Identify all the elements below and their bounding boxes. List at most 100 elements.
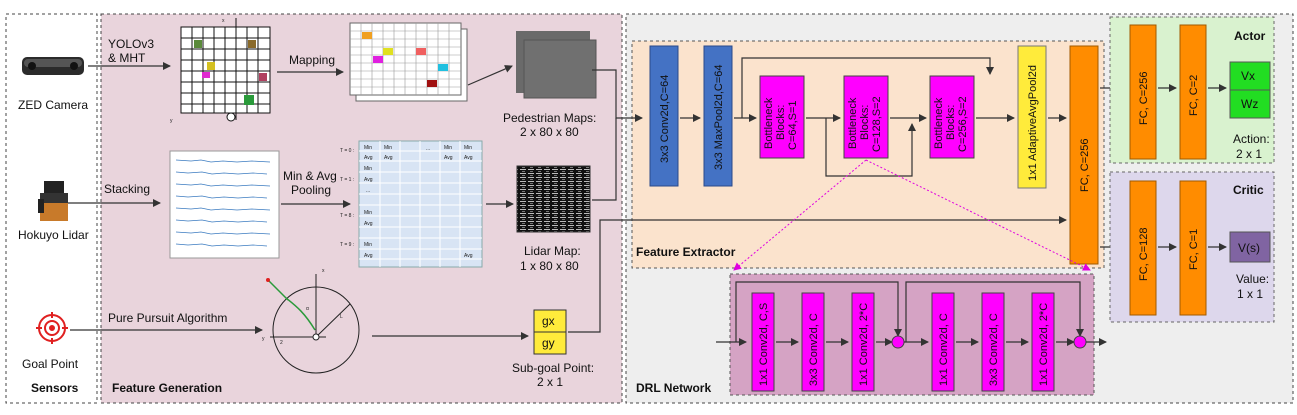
pedestrian-maps-image bbox=[516, 31, 597, 99]
value-label-1: Value: bbox=[1236, 272, 1269, 286]
actor-fc1-block bbox=[1129, 24, 1157, 160]
detail-conv-5 bbox=[981, 292, 1005, 392]
grid-axis-y: y bbox=[170, 118, 173, 124]
pool-avg: Avg bbox=[364, 221, 373, 227]
pooling-label-1: Min & Avg bbox=[283, 169, 337, 183]
bottleneck-2-line-3: C=128,S=2 bbox=[871, 96, 883, 152]
mapping-label: Mapping bbox=[289, 53, 335, 67]
drl-network-title: DRL Network bbox=[636, 381, 711, 395]
pooling-label-2: Pooling bbox=[291, 183, 331, 197]
detail-conv-2-label: 3x3 Conv2d, C bbox=[808, 313, 820, 386]
pp-axis-alpha: α bbox=[306, 306, 309, 312]
critic-fc2-block bbox=[1179, 180, 1207, 316]
pp-axis-y: y bbox=[262, 336, 265, 342]
actor-fc2-label: FC, C=2 bbox=[1188, 75, 1200, 116]
feature-extractor-title: Feature Extractor bbox=[636, 245, 736, 259]
pool-min: Min bbox=[384, 145, 392, 151]
detail-add-2 bbox=[1073, 335, 1087, 349]
actor-fc1-label: FC, C=256 bbox=[1138, 72, 1150, 126]
critic-fc1-block bbox=[1129, 180, 1157, 316]
hokuyo-lidar-label: Hokuyo Lidar bbox=[18, 228, 89, 242]
adaptive-pool-block bbox=[1017, 45, 1047, 189]
pedestrian-maps-label-2: 2 x 80 x 80 bbox=[520, 125, 579, 139]
pool-avg: Avg bbox=[364, 177, 373, 183]
pp-axis-two: 2 bbox=[280, 340, 283, 346]
feature-generation-title: Feature Generation bbox=[112, 381, 222, 395]
pool-min: Min bbox=[364, 210, 372, 216]
pool-min: Min bbox=[464, 145, 472, 151]
bottleneck-3-line-1: Bottleneck bbox=[933, 97, 945, 149]
pool-avg: Avg bbox=[364, 155, 373, 161]
critic-fc2-label: FC, C=1 bbox=[1188, 229, 1200, 270]
detail-conv-3-label: 1x1 Conv2d, 2*C bbox=[858, 303, 870, 386]
bottleneck-3-line-3: C=256,S=2 bbox=[957, 96, 969, 152]
action-wz: Wz bbox=[1241, 97, 1258, 111]
subgoal-gy: gy bbox=[542, 336, 555, 350]
zed-camera-label: ZED Camera bbox=[18, 98, 88, 112]
yolo-label-2: & MHT bbox=[108, 51, 146, 65]
bottleneck-2-line-2: Blocks: bbox=[859, 105, 871, 140]
action-vx: Vx bbox=[1241, 69, 1255, 83]
lidar-map-image bbox=[516, 165, 591, 233]
pure-pursuit-diagram bbox=[266, 274, 360, 374]
pool-row-label-1: T = 1 : bbox=[340, 177, 354, 183]
extractor-fc-block bbox=[1069, 45, 1099, 265]
critic-fc1-label: FC, C=128 bbox=[1138, 228, 1150, 282]
lidar-scan-plot bbox=[169, 150, 280, 259]
pure-pursuit-label: Pure Pursuit Algorithm bbox=[108, 311, 227, 325]
pool-avg: Avg bbox=[364, 253, 373, 259]
detail-conv-4 bbox=[931, 292, 955, 392]
actor-title: Actor bbox=[1234, 29, 1266, 43]
action-label-2: 2 x 1 bbox=[1236, 147, 1262, 161]
pool-min: Min bbox=[444, 145, 452, 151]
detail-add-1 bbox=[891, 335, 905, 349]
pool-avg: Avg bbox=[444, 155, 453, 161]
bottleneck-2-line-1: Bottleneck bbox=[847, 97, 859, 149]
detail-conv-2 bbox=[801, 292, 825, 392]
pool-row-label-0: T = 0 : bbox=[340, 148, 354, 154]
pool-min: Min bbox=[364, 242, 372, 248]
detail-conv-3 bbox=[851, 292, 875, 392]
pedestrian-maps-label-1: Pedestrian Maps: bbox=[503, 111, 596, 125]
bottleneck-1-line-2: Blocks: bbox=[775, 105, 787, 140]
sensors-title: Sensors bbox=[31, 381, 79, 395]
critic-value-box bbox=[1229, 231, 1271, 263]
bottleneck-1-line-3: C=64,S=1 bbox=[787, 100, 799, 150]
pool-avg: Avg bbox=[464, 253, 473, 259]
pool-dots: ... bbox=[366, 188, 370, 194]
pp-axis-x: x bbox=[322, 268, 325, 274]
critic-title: Critic bbox=[1233, 183, 1264, 197]
critic-vs: V(s) bbox=[1238, 241, 1260, 255]
action-vx-box bbox=[1229, 61, 1271, 91]
pedestrian-grid-maps bbox=[349, 22, 468, 102]
stacking-label: Stacking bbox=[104, 182, 150, 196]
subgoal-gx: gx bbox=[542, 314, 555, 328]
pool-dots: ... bbox=[426, 146, 430, 152]
bottleneck-3-line-2: Blocks: bbox=[945, 105, 957, 140]
subgoal-label-2: 2 x 1 bbox=[537, 375, 563, 389]
pool-row-label-2: T = 8 : bbox=[340, 213, 354, 219]
pool-min: Min bbox=[364, 145, 372, 151]
detail-conv-6-label: 1x1 Conv2d, 2*C bbox=[1038, 303, 1050, 386]
value-label-2: 1 x 1 bbox=[1237, 287, 1263, 301]
yolo-label-1: YOLOv3 bbox=[108, 37, 154, 51]
grid-axis-x: x bbox=[222, 18, 225, 24]
goal-point-icon bbox=[36, 312, 68, 344]
detail-conv-4-label: 1x1 Conv2d, C bbox=[938, 313, 950, 386]
bottleneck-block-1 bbox=[759, 75, 805, 159]
bottleneck-block-2 bbox=[843, 75, 889, 159]
bottleneck-block-3 bbox=[929, 75, 975, 159]
lidar-map-label-1: Lidar Map: bbox=[524, 244, 581, 258]
subgoal-box bbox=[533, 309, 567, 355]
conv2d-block bbox=[649, 45, 679, 187]
detail-conv-5-label: 3x3 Conv2d, C bbox=[988, 313, 1000, 386]
goal-point-label: Goal Point bbox=[22, 357, 79, 371]
action-label-1: Action: bbox=[1233, 132, 1270, 146]
detail-conv-1 bbox=[751, 292, 775, 392]
detail-conv-1-label: 1x1 Conv2d, C,S bbox=[758, 303, 770, 386]
hokuyo-lidar-icon bbox=[38, 181, 68, 221]
lidar-map-label-2: 1 x 80 x 80 bbox=[520, 259, 579, 273]
zed-camera-icon bbox=[22, 57, 84, 75]
pool-min: Min bbox=[364, 166, 372, 172]
subgoal-label-1: Sub-goal Point: bbox=[512, 361, 594, 375]
